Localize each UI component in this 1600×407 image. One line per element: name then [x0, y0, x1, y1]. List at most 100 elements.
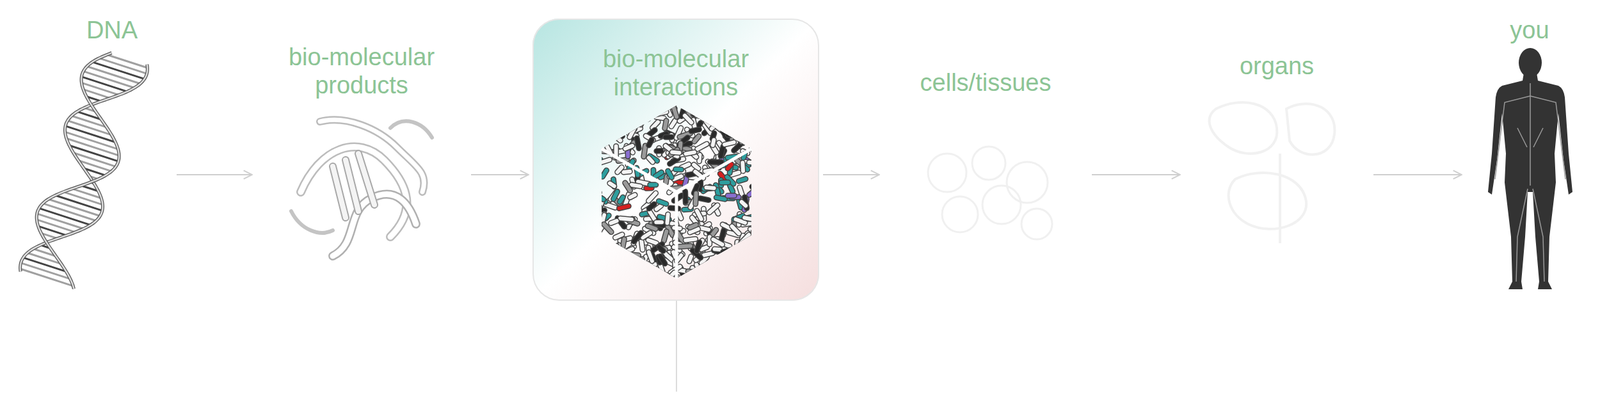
molecule-stick	[611, 132, 623, 136]
molecule-stick	[723, 248, 734, 253]
molecule-stick	[599, 251, 609, 257]
molecule-stick	[720, 120, 732, 123]
molecule-stick	[588, 140, 598, 143]
molecule-stick	[675, 167, 682, 172]
molecule-stick	[692, 193, 699, 205]
molecule-stick	[603, 270, 607, 280]
molecule-stick	[746, 261, 751, 266]
molecule-stick	[688, 271, 697, 273]
molecule-stick	[665, 134, 672, 141]
molecule-stick	[677, 232, 684, 242]
molecule-stick	[627, 246, 634, 251]
flow-arrow	[176, 174, 253, 176]
molecule-stick	[721, 275, 729, 280]
molecule-stick	[746, 264, 753, 273]
molecule-stick	[598, 274, 605, 281]
molecule-stick	[625, 145, 633, 150]
molecule-stick	[615, 245, 622, 253]
molecule-stick	[727, 131, 734, 138]
molecule-stick	[629, 195, 635, 198]
molecule-stick	[744, 248, 746, 255]
molecule-stick	[642, 232, 651, 238]
molecule-stick	[685, 238, 696, 240]
molecule-stick	[629, 195, 635, 198]
molecule-stick	[712, 239, 722, 245]
molecule-stick	[633, 232, 641, 242]
molecule-stick	[725, 279, 727, 291]
molecule-stick	[612, 245, 617, 256]
molecule-stick	[734, 104, 742, 109]
molecule-stick	[672, 152, 680, 153]
molecule-stick	[694, 106, 703, 111]
molecule-stick	[734, 241, 741, 248]
molecule-stick	[640, 118, 644, 125]
molecule-stick	[636, 138, 639, 149]
molecule-stick	[634, 115, 639, 123]
molecule-stick	[682, 147, 690, 150]
molecule-stick	[616, 101, 620, 105]
molecule-stick	[728, 258, 733, 267]
molecule-stick	[648, 252, 653, 262]
molecule-stick	[598, 206, 600, 215]
molecule-stick	[697, 144, 708, 150]
molecule-stick	[622, 239, 624, 248]
molecule-stick	[750, 234, 753, 245]
molecule-stick	[744, 248, 746, 255]
molecule-stick	[704, 253, 713, 256]
molecule-stick	[742, 268, 752, 275]
molecule-stick	[741, 248, 749, 251]
molecule-stick	[749, 191, 754, 196]
molecule-stick	[643, 145, 646, 157]
molecule-stick	[693, 111, 700, 115]
molecule-stick	[738, 119, 745, 127]
helix-strand	[18, 46, 150, 290]
molecule-stick	[599, 251, 609, 257]
molecule-stick	[734, 252, 740, 255]
molecule-stick	[742, 135, 748, 142]
molecule-stick	[742, 122, 749, 125]
molecule-stick	[746, 122, 751, 128]
molecule-stick	[697, 144, 708, 150]
molecule-stick	[636, 105, 639, 111]
molecule-stick	[750, 244, 758, 253]
molecule-stick	[704, 106, 707, 116]
molecule-stick	[746, 277, 754, 279]
flow-arrow	[823, 174, 880, 176]
molecule-stick	[625, 145, 633, 150]
drop-line	[675, 300, 678, 392]
molecule-stick	[709, 118, 721, 125]
molecule-stick	[597, 227, 602, 233]
base-pair	[81, 82, 120, 95]
molecule-stick	[612, 245, 617, 256]
molecule-stick	[611, 271, 621, 274]
molecule-stick	[724, 142, 735, 145]
molecule-stick	[700, 269, 704, 279]
molecule-stick	[598, 206, 600, 215]
molecule-stick	[734, 110, 744, 111]
molecule-stick	[610, 220, 617, 224]
molecule-stick	[700, 198, 709, 201]
molecule-stick	[608, 260, 612, 266]
molecule-stick	[652, 122, 658, 128]
molecule-stick	[739, 134, 742, 142]
helix-strand	[18, 46, 150, 290]
molecule-stick	[619, 197, 623, 202]
molecule-stick	[711, 122, 719, 129]
molecule-stick	[703, 268, 709, 274]
molecule-stick	[742, 119, 751, 125]
molecule-stick	[682, 99, 694, 104]
molecule-stick	[738, 254, 740, 264]
molecule-stick	[613, 191, 618, 200]
molecule-stick	[750, 244, 758, 253]
molecule-stick	[721, 274, 729, 281]
molecule-stick	[642, 232, 651, 238]
molecule-stick	[747, 115, 751, 121]
molecule-stick	[754, 119, 765, 125]
molecule-stick	[615, 234, 623, 238]
molecule-stick	[611, 126, 617, 130]
molecule-stick	[610, 119, 617, 130]
molecule-stick	[722, 266, 728, 269]
molecule-stick	[704, 262, 711, 266]
molecule-stick	[747, 270, 752, 274]
molecule-stick	[712, 258, 718, 265]
